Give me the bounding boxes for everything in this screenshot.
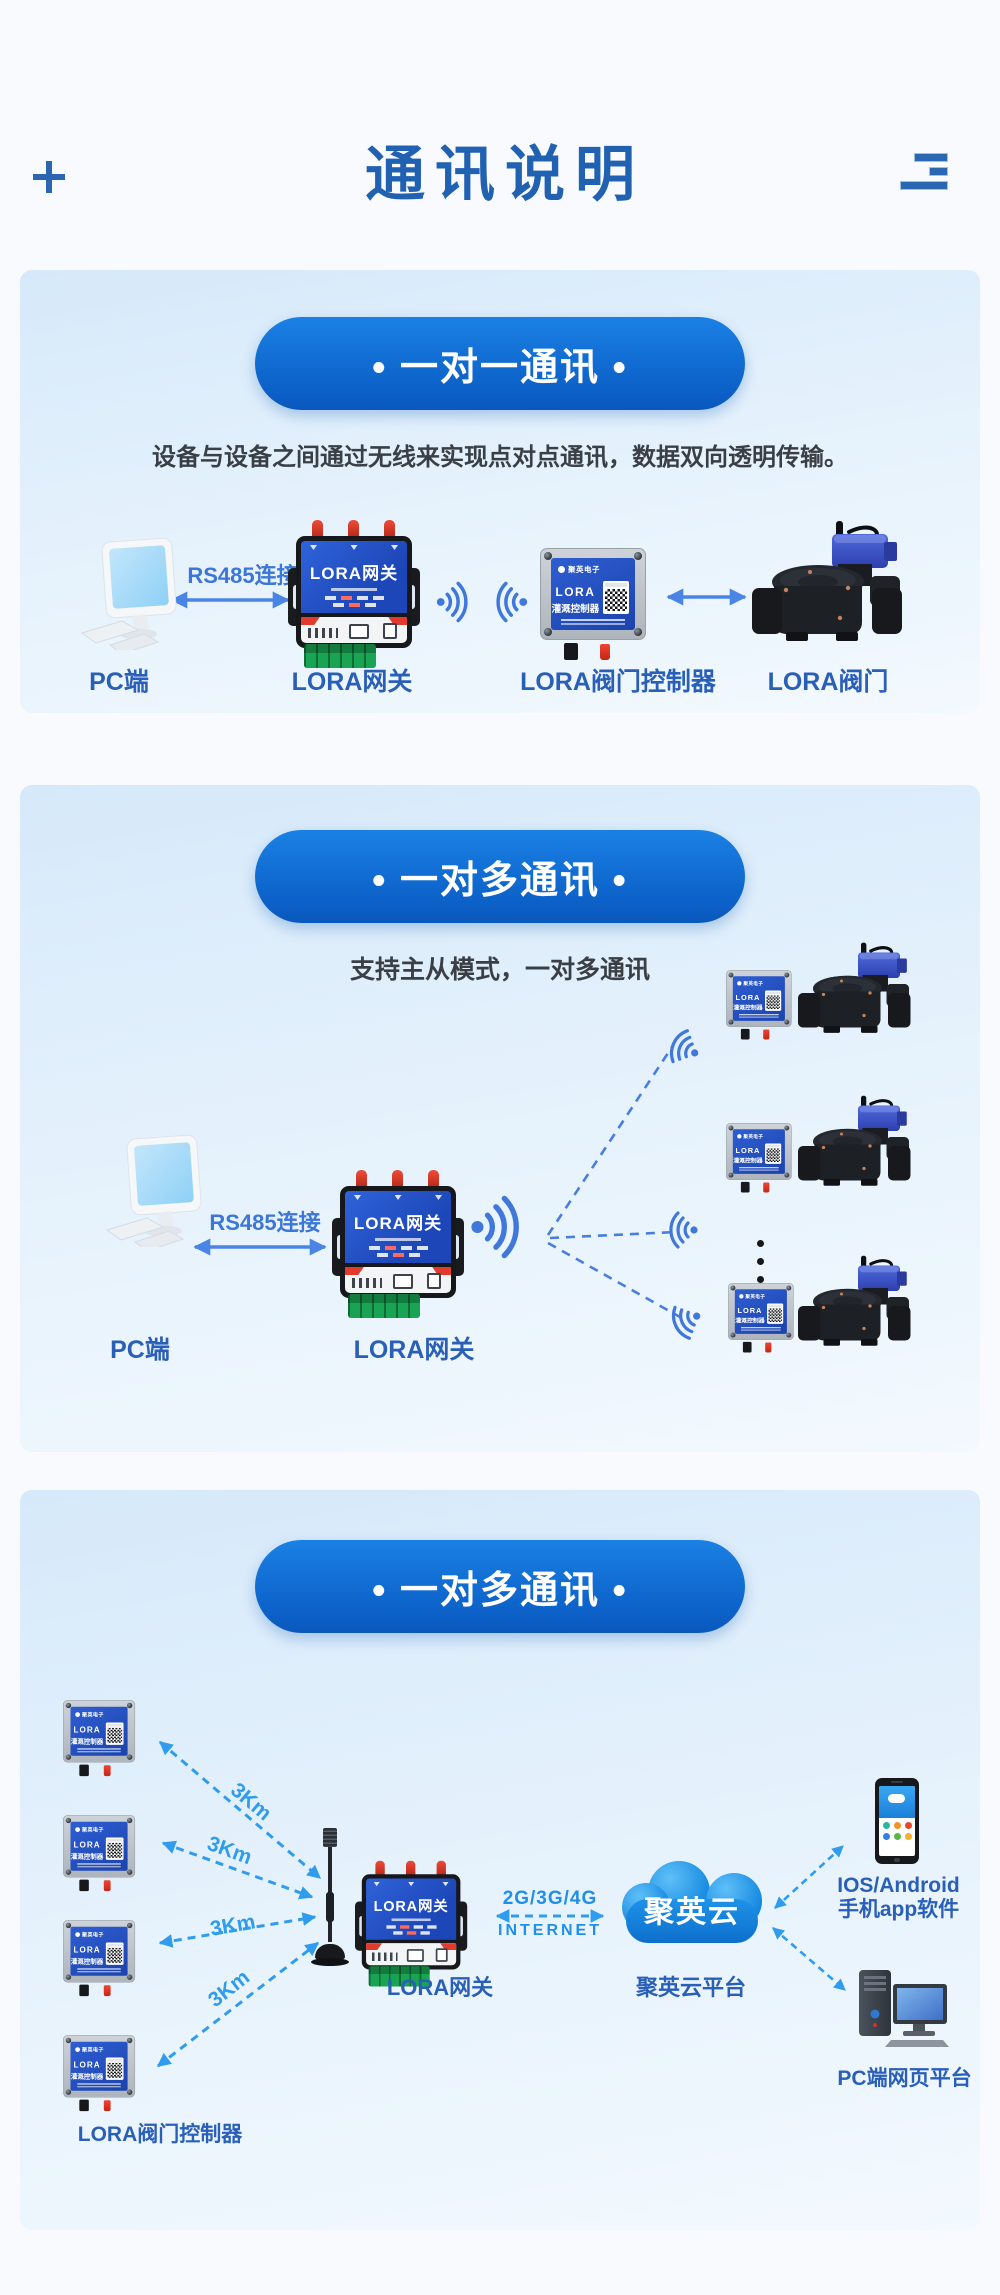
cloud-platform-label: 聚英云平台 xyxy=(635,1975,746,2000)
menu-icon[interactable] xyxy=(898,153,948,199)
brand-logo-icon xyxy=(558,566,565,573)
wifi-signal-icon xyxy=(671,1305,701,1340)
more-devices-ellipsis xyxy=(757,1240,764,1294)
section-one-to-one: • 一对一通讯 • 设备与设备之间通过无线来实现点对点通讯，数据双向透明传输。 … xyxy=(20,270,980,713)
web-platform-label: PC端网页平台 xyxy=(837,2067,972,2090)
lora-gateway-device: LORA网关 xyxy=(288,518,420,670)
valve-label: LORA阀门 xyxy=(767,668,889,696)
cloud-name: 聚英云 xyxy=(644,1896,740,1929)
qr-code xyxy=(765,1143,782,1164)
network-type-label: 2G/3G/4G xyxy=(502,1888,598,1909)
distance-label: 3Km xyxy=(226,1778,276,1826)
section-badge: • 一对一通讯 • xyxy=(255,317,745,410)
plus-icon[interactable] xyxy=(32,160,66,194)
gateway-label: LORA网关 xyxy=(386,1975,494,2000)
gateway-label: LORA网关 xyxy=(291,668,413,696)
smartphone-icon xyxy=(875,1778,919,1864)
pc-label: PC端 xyxy=(110,1336,170,1364)
ethernet-port-icon xyxy=(349,624,369,639)
section-one-to-many: • 一对多通讯 • 支持主从模式，一对多通讯 RS485连接 xyxy=(20,785,980,1452)
gateway-label: LORA网关 xyxy=(353,1336,475,1364)
desktop-pc-icon xyxy=(859,1970,949,2047)
wifi-signal-icon xyxy=(669,1029,699,1064)
section-subtitle: 设备与设备之间通过无线来实现点对点通讯，数据双向透明传输。 xyxy=(152,444,848,471)
page-title: 通讯说明 xyxy=(365,141,645,208)
wifi-signal-icon xyxy=(471,1195,519,1259)
usb-port-icon xyxy=(383,623,397,639)
lora-valve-device xyxy=(798,1095,911,1188)
cloud-icon: 聚英云 xyxy=(622,1861,762,1945)
distance-label: 3Km xyxy=(204,1831,255,1870)
section-subtitle: 支持主从模式，一对多通讯 xyxy=(349,956,650,984)
controllers-label: LORA阀门控制器 xyxy=(77,2123,243,2146)
pc-icon xyxy=(80,538,177,650)
qr-code xyxy=(767,1303,784,1324)
qr-code xyxy=(105,1722,124,1745)
terminal-block-icon xyxy=(304,644,376,668)
antenna-icon xyxy=(303,1828,357,1968)
qr-code xyxy=(603,581,629,614)
wifi-signal-icon xyxy=(669,1211,698,1249)
lora-gateway-device: LORA网关 xyxy=(332,1168,464,1320)
pc-icon xyxy=(105,1135,202,1247)
internet-label: INTERNET xyxy=(498,1922,602,1939)
qr-code xyxy=(765,990,782,1011)
rs485-link-label: RS485连接 xyxy=(187,563,299,588)
lora-gateway-device: LORA网关 xyxy=(355,1859,468,1988)
lora-valve-device xyxy=(752,521,902,641)
wifi-signal-icon xyxy=(436,581,468,623)
app-label: IOS/Android 手机app软件 xyxy=(837,1874,960,1922)
distance-label: 3Km xyxy=(204,1965,255,2012)
controller-label: LORA阀门控制器 xyxy=(520,668,716,696)
lora-valve-device xyxy=(798,1255,911,1348)
section-badge: • 一对多通讯 • xyxy=(255,830,745,923)
distance-label: 3Km xyxy=(208,1910,258,1941)
qr-code xyxy=(105,1837,124,1860)
wifi-signal-icon xyxy=(496,581,528,623)
lora-valve-device xyxy=(798,942,911,1035)
section-badge: • 一对多通讯 • xyxy=(255,1540,745,1633)
qr-code xyxy=(105,2057,124,2080)
rs485-link-label: RS485连接 xyxy=(209,1210,321,1235)
pc-label: PC端 xyxy=(89,668,149,696)
qr-code xyxy=(105,1942,124,1965)
antenna-connector-icon xyxy=(312,520,323,538)
